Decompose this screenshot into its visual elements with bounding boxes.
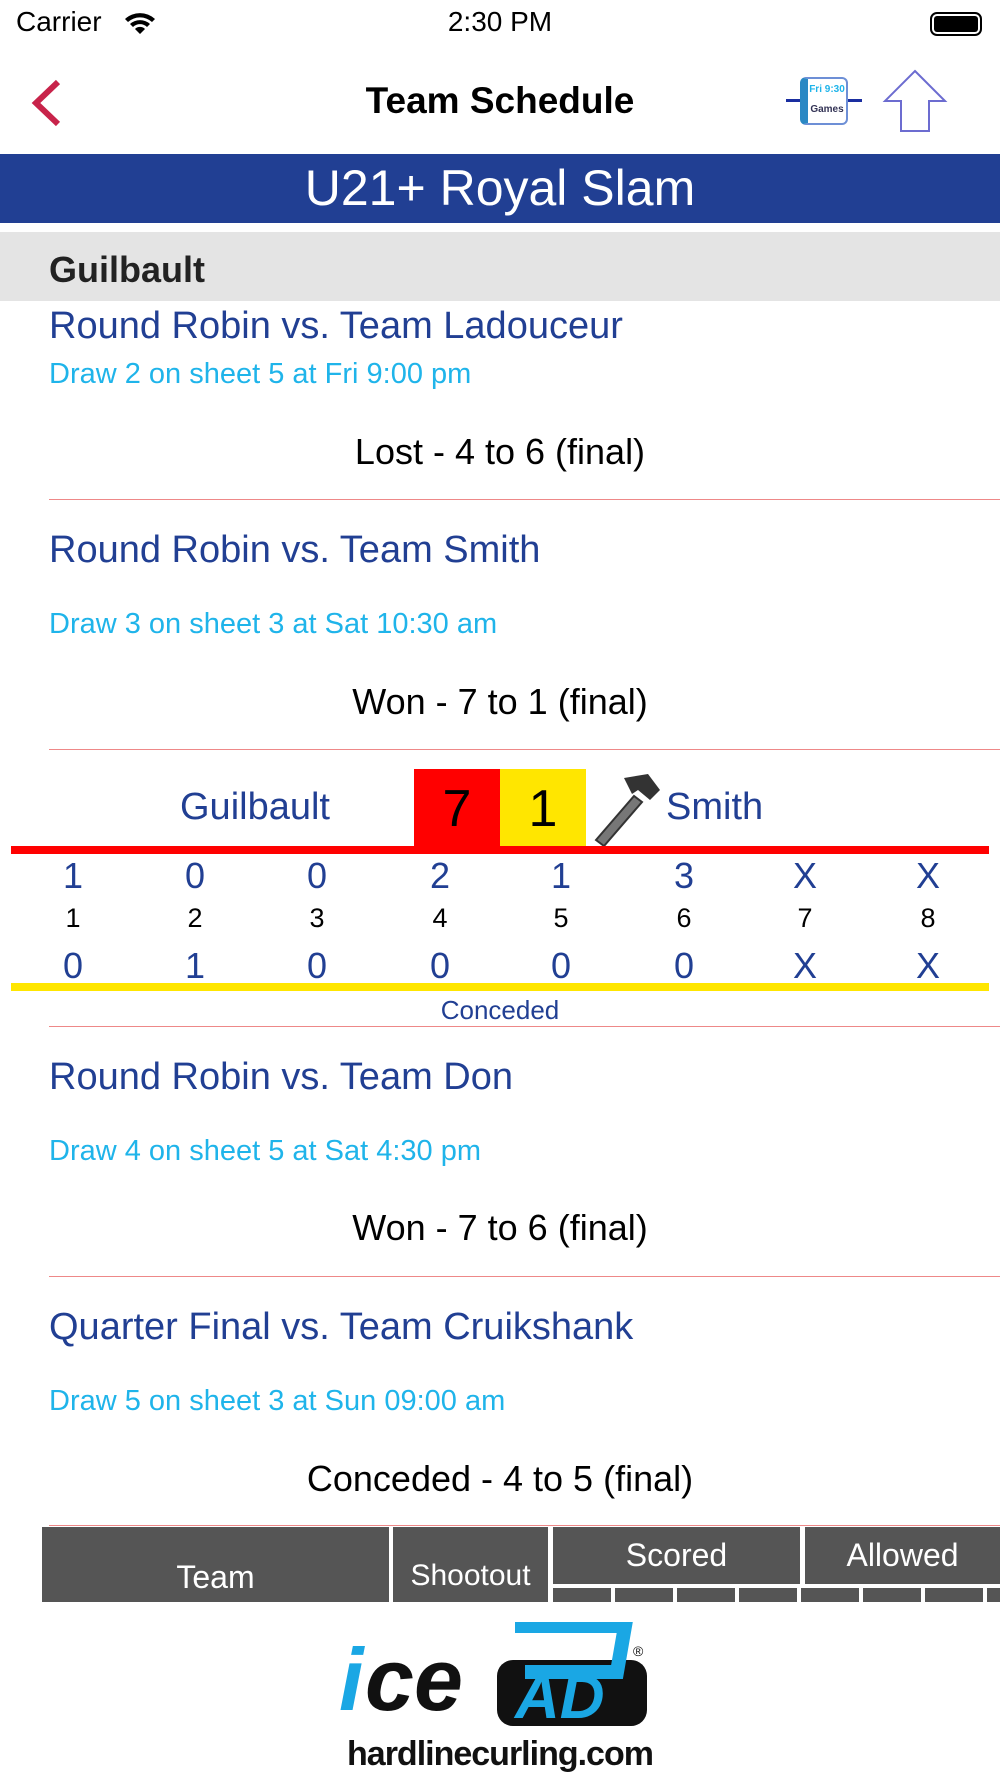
col-allowed: Allowed bbox=[805, 1527, 1000, 1584]
divider bbox=[49, 1276, 1000, 1277]
sub-column-header bbox=[615, 1588, 673, 1602]
team1-end-score: 1 bbox=[550, 855, 572, 896]
team1-score: 7 bbox=[414, 769, 500, 850]
team2-end-score: 0 bbox=[62, 945, 84, 986]
col-shootout: Shootout bbox=[393, 1527, 548, 1602]
game-title[interactable]: Round Robin vs. Team Don bbox=[49, 1056, 513, 1098]
team1-end-score: X bbox=[792, 855, 817, 896]
team2-color-bar bbox=[11, 983, 989, 991]
sub-column-header bbox=[553, 1588, 611, 1602]
team1-end-score: 0 bbox=[184, 855, 206, 896]
team2-end-score: 0 bbox=[673, 945, 695, 986]
divider bbox=[49, 1026, 1000, 1027]
team1-end-score: 0 bbox=[306, 855, 328, 896]
team1-name: Guilbault bbox=[180, 786, 330, 828]
end-number: 7 bbox=[797, 903, 813, 933]
game-title[interactable]: Round Robin vs. Team Ladouceur bbox=[49, 305, 623, 347]
game-draw: Draw 4 on sheet 5 at Sat 4:30 pm bbox=[49, 1135, 482, 1167]
linescore-note: Conceded bbox=[440, 995, 560, 1025]
end-number: 1 bbox=[65, 903, 81, 933]
event-banner: U21+ Royal Slam bbox=[0, 154, 1000, 223]
game-title[interactable]: Round Robin vs. Team Smith bbox=[49, 529, 541, 571]
section-header: Guilbault bbox=[0, 232, 1000, 301]
divider bbox=[49, 499, 1000, 500]
sub-column-header bbox=[863, 1588, 921, 1602]
divider bbox=[49, 1525, 1000, 1526]
nav-title: Team Schedule bbox=[365, 80, 635, 121]
logo-site: hardlinecurling.com bbox=[347, 1735, 654, 1773]
team2-end-score: X bbox=[915, 945, 940, 986]
svg-text:AD: AD bbox=[513, 1663, 605, 1732]
col-team: Team bbox=[42, 1527, 389, 1602]
game-draw: Draw 2 on sheet 5 at Fri 9:00 pm bbox=[49, 358, 472, 390]
end-number: 2 bbox=[187, 903, 203, 933]
team1-end-score: 3 bbox=[673, 855, 695, 896]
team2-end-score: 0 bbox=[306, 945, 328, 986]
game-result: Lost - 4 to 6 (final) bbox=[354, 431, 646, 472]
end-number: 3 bbox=[309, 903, 325, 933]
carrier-label: Carrier bbox=[16, 6, 102, 37]
end-number: 4 bbox=[432, 903, 448, 933]
game-draw: Draw 5 on sheet 3 at Sun 09:00 am bbox=[49, 1385, 506, 1417]
divider bbox=[49, 749, 1000, 750]
upload-arrow-icon[interactable] bbox=[882, 68, 948, 134]
team2-name: Smith bbox=[666, 786, 764, 828]
sub-column-header bbox=[801, 1588, 859, 1602]
team1-color-bar bbox=[11, 846, 989, 854]
sub-column-header bbox=[739, 1588, 797, 1602]
end-number: 6 bbox=[676, 903, 692, 933]
end-number: 5 bbox=[553, 903, 569, 933]
svg-text:®: ® bbox=[633, 1643, 644, 1659]
team2-end-score: 1 bbox=[184, 945, 206, 986]
games-icon-time: Fri 9:30 bbox=[809, 84, 845, 95]
sub-column-header bbox=[925, 1588, 983, 1602]
games-icon-label: Games bbox=[810, 104, 844, 115]
sub-column-header bbox=[987, 1588, 1000, 1602]
battery-icon bbox=[930, 12, 982, 36]
team1-end-score: X bbox=[915, 855, 940, 896]
team1-end-score: 2 bbox=[429, 855, 451, 896]
icepad-logo: i ce AD ® hardlinecurling.com bbox=[335, 1619, 665, 1778]
status-bar: Carrier 2:30 PM bbox=[0, 0, 1000, 48]
svg-text:ce: ce bbox=[365, 1630, 463, 1729]
team1-end-score: 1 bbox=[62, 855, 84, 896]
team2-score: 1 bbox=[500, 769, 586, 850]
wifi-icon bbox=[125, 13, 155, 34]
team2-end-score: X bbox=[792, 945, 817, 986]
svg-text:i: i bbox=[339, 1630, 365, 1729]
games-schedule-button[interactable]: Fri 9:30 Games bbox=[786, 75, 862, 125]
clock: 2:30 PM bbox=[447, 6, 553, 37]
game-result: Won - 7 to 6 (final) bbox=[352, 1207, 648, 1248]
game-title[interactable]: Quarter Final vs. Team Cruikshank bbox=[49, 1306, 634, 1348]
team2-end-score: 0 bbox=[550, 945, 572, 986]
end-number: 8 bbox=[920, 903, 936, 933]
game-draw: Draw 3 on sheet 3 at Sat 10:30 am bbox=[49, 608, 498, 640]
hammer-icon bbox=[594, 774, 660, 846]
game-result: Conceded - 4 to 5 (final) bbox=[306, 1458, 694, 1499]
team2-end-score: 0 bbox=[429, 945, 451, 986]
col-scored: Scored bbox=[553, 1527, 800, 1584]
back-chevron-icon[interactable] bbox=[28, 78, 64, 128]
sub-column-header bbox=[677, 1588, 735, 1602]
game-result: Won - 7 to 1 (final) bbox=[352, 681, 648, 722]
